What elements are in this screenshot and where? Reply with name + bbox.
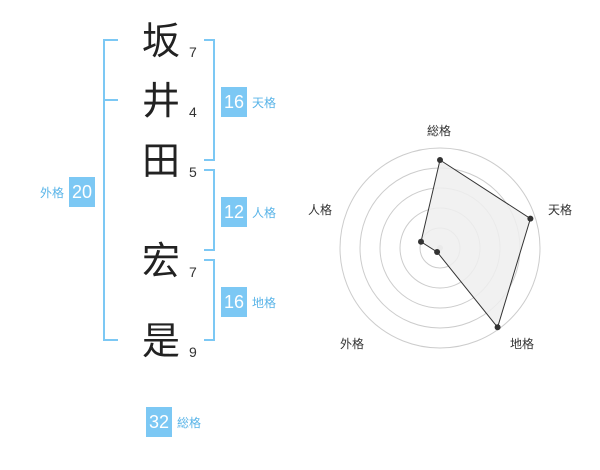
radar-axis-label-jinkaku: 人格 <box>308 203 333 217</box>
chikaku-bracket <box>204 259 215 341</box>
chikaku-badge: 16 地格 <box>221 287 276 317</box>
soukaku-label: 総格 <box>177 415 202 430</box>
gaikaku-badge: 外格 20 <box>40 177 96 207</box>
radar-grid-ring <box>339 147 541 349</box>
soukaku-value: 32 <box>146 407 173 437</box>
stroke-count-2: 4 <box>189 104 197 120</box>
chikaku-label: 地格 <box>252 295 277 310</box>
radar-point-2 <box>494 324 501 331</box>
tenkaku-label: 天格 <box>252 95 277 110</box>
name-char-4: 宏 <box>141 239 180 283</box>
stroke-count-1: 7 <box>189 44 197 60</box>
radar-axis-label-gaikaku: 外格 <box>340 337 365 351</box>
name-char-2: 井 <box>141 79 180 123</box>
chikaku-value: 16 <box>221 287 248 317</box>
gaikaku-value: 20 <box>69 177 96 207</box>
jinkaku-bracket <box>204 169 215 251</box>
stroke-count-4: 7 <box>189 264 197 280</box>
name-char-1: 坂 <box>141 19 180 63</box>
gaikaku-label: 外格 <box>40 185 65 200</box>
radar-axis-label-tenkaku: 天格 <box>548 203 573 217</box>
radar-axis-label-soukaku: 総格 <box>427 124 452 138</box>
gaikaku-bracket <box>103 39 118 341</box>
jinkaku-badge: 12 人格 <box>221 197 276 227</box>
stroke-count-3: 5 <box>189 164 197 180</box>
tenkaku-bracket <box>204 39 215 161</box>
tenkaku-badge: 16 天格 <box>221 87 276 117</box>
radar-point-0 <box>437 157 443 163</box>
tenkaku-value: 16 <box>221 87 248 117</box>
radar-point-1 <box>527 215 534 222</box>
jinkaku-value: 12 <box>221 197 248 227</box>
soukaku-badge: 32 総格 <box>146 407 201 437</box>
radar-point-3 <box>434 249 441 255</box>
name-char-5: 是 <box>141 319 180 363</box>
jinkaku-label: 人格 <box>252 205 277 220</box>
radar-point-4 <box>418 238 424 245</box>
radar-series-polygon <box>420 159 531 329</box>
radar-axis-label-chikaku: 地格 <box>510 337 535 351</box>
name-char-3: 田 <box>141 139 180 183</box>
stroke-count-5: 9 <box>189 344 197 360</box>
